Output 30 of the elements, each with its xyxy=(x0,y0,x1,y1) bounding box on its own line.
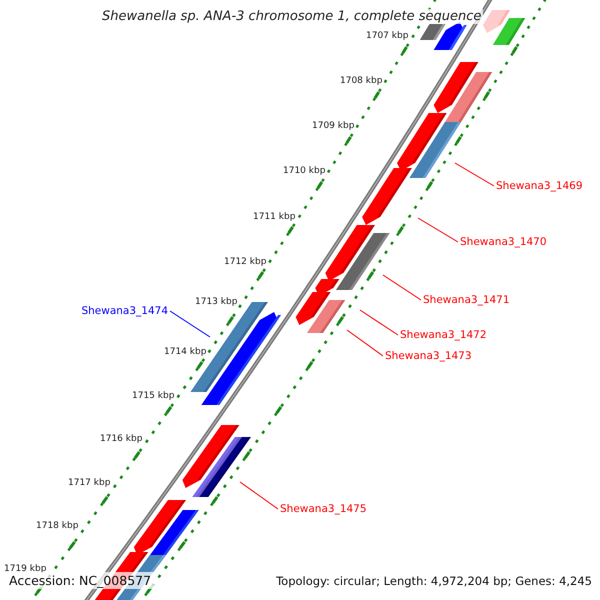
scale-label: 1718 kbp xyxy=(36,521,78,531)
gene-label: Shewana3_1475 xyxy=(280,503,367,515)
leader-line xyxy=(418,218,458,242)
scale-label: 1714 kbp xyxy=(164,347,206,357)
map-title: Shewanella sp. ANA-3 chromosome 1, complete sequence xyxy=(100,9,484,24)
scale-label: 1719 kbp xyxy=(4,564,46,574)
scale-label: 1715 kbp xyxy=(132,391,174,401)
leader-line xyxy=(382,274,422,300)
scale-label: 1707 kbp xyxy=(366,31,408,41)
genome-summary: Topology: circular; Length: 4,972,204 bp; Genes: 4,245 xyxy=(276,574,592,588)
leader-line xyxy=(170,310,210,338)
scale-label: 1712 kbp xyxy=(224,257,266,267)
accession-label: Accession: NC_008577 xyxy=(6,572,154,589)
gene-label: Shewana3_1469 xyxy=(496,180,583,192)
gene-label: Shewana3_1473 xyxy=(385,350,472,362)
scale-label: 1710 kbp xyxy=(283,166,326,176)
gene-label: Shewana3_1474 xyxy=(81,305,168,317)
scale-label: 1709 kbp xyxy=(312,121,354,131)
gene-label: Shewana3_1470 xyxy=(460,236,547,248)
scale-label: 1708 kbp xyxy=(340,76,382,86)
leader-line xyxy=(346,330,384,356)
scale-label: 1713 kbp xyxy=(195,297,238,307)
scale-label: 1717 kbp xyxy=(68,478,110,488)
gene-label: Shewana3_1471 xyxy=(423,294,510,306)
scale-label: 1711 kbp xyxy=(253,212,296,222)
leader-line xyxy=(360,310,398,336)
scale-label: 1716 kbp xyxy=(100,434,142,444)
leader-line xyxy=(240,482,278,510)
leader-line xyxy=(454,162,494,186)
gene-label: Shewana3_1472 xyxy=(400,329,487,341)
